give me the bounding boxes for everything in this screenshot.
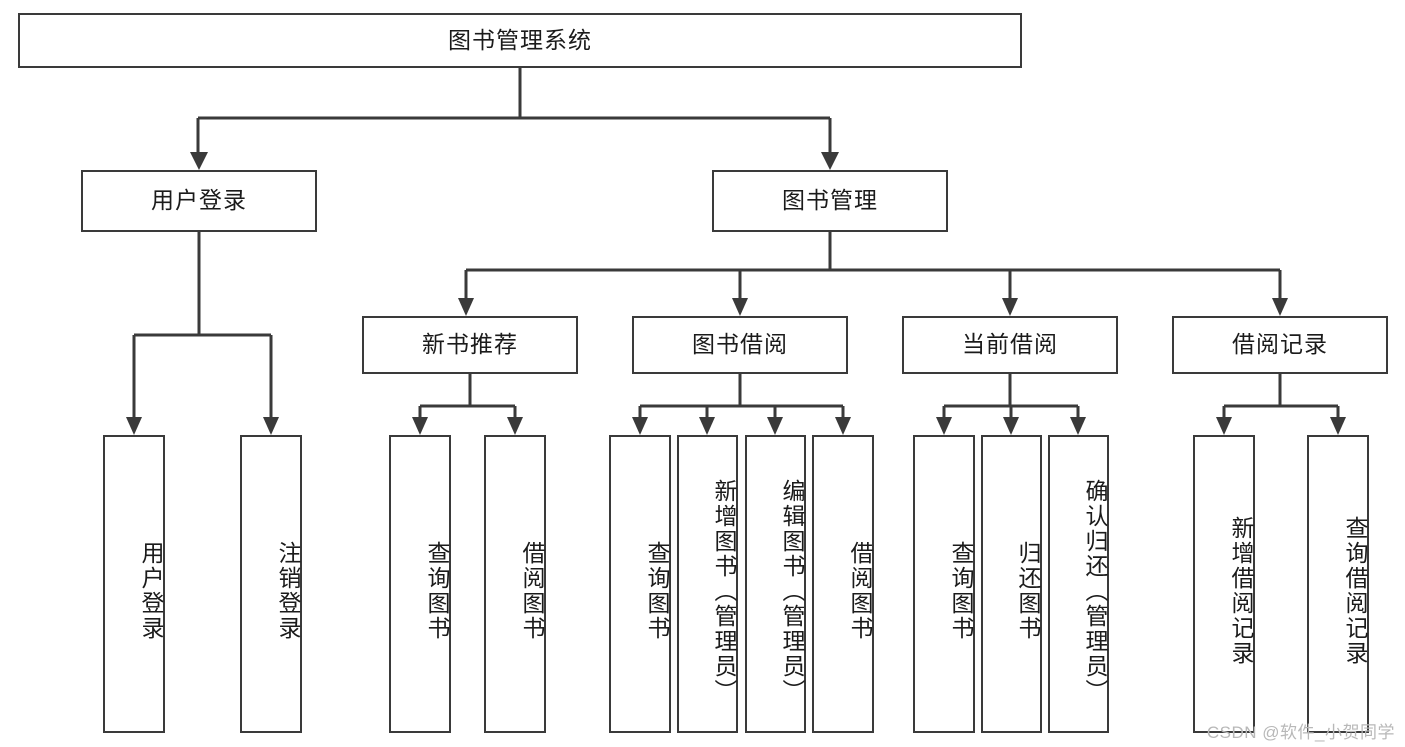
node-leaf-query-book-1-label: 查询图书 (424, 541, 450, 641)
node-leaf-add-record[interactable]: 新增借阅记录 (1193, 435, 1255, 733)
arrow-leaf-confirm-return (1070, 417, 1086, 435)
node-leaf-query-record[interactable]: 查询借阅记录 (1307, 435, 1369, 733)
arrow-leaf-add-book (699, 417, 715, 435)
arrow-leaf-return-book (1003, 417, 1019, 435)
arrow-leaf-edit-book (767, 417, 783, 435)
node-book-borrow[interactable]: 图书借阅 (632, 316, 848, 374)
arrow-leaf-borrow-book-2 (835, 417, 851, 435)
arrow-user-login (190, 152, 208, 170)
node-book-borrow-label: 图书借阅 (692, 331, 788, 358)
node-leaf-borrow-book-1[interactable]: 借阅图书 (484, 435, 546, 733)
node-borrow-record[interactable]: 借阅记录 (1172, 316, 1388, 374)
node-leaf-logout-login-label: 注销登录 (275, 541, 301, 641)
arrow-leaf-logout-login (263, 417, 279, 435)
node-leaf-user-login-label: 用户登录 (138, 541, 164, 641)
node-leaf-return-book[interactable]: 归还图书 (981, 435, 1042, 733)
arrow-current (1002, 298, 1018, 316)
node-leaf-add-record-label: 新增借阅记录 (1228, 516, 1254, 666)
arrow-leaf-user-login (126, 417, 142, 435)
node-user-login[interactable]: 用户登录 (81, 170, 317, 232)
arrow-leaf-borrow-book-1 (507, 417, 523, 435)
node-leaf-query-book-2[interactable]: 查询图书 (609, 435, 671, 733)
arrow-record (1272, 298, 1288, 316)
node-leaf-confirm-return[interactable]: 确认归还（管理员） (1048, 435, 1109, 733)
arrow-borrow (732, 298, 748, 316)
node-leaf-edit-book-label: 编辑图书（管理员） (779, 478, 805, 704)
arrow-leaf-query-book-2 (632, 417, 648, 435)
node-leaf-query-book-1[interactable]: 查询图书 (389, 435, 451, 733)
node-current-borrow[interactable]: 当前借阅 (902, 316, 1118, 374)
node-borrow-record-label: 借阅记录 (1232, 331, 1328, 358)
node-leaf-logout-login[interactable]: 注销登录 (240, 435, 302, 733)
node-leaf-query-book-2-label: 查询图书 (644, 541, 670, 641)
node-leaf-add-book[interactable]: 新增图书（管理员） (677, 435, 738, 733)
arrow-recommend (458, 298, 474, 316)
node-leaf-add-book-label: 新增图书（管理员） (711, 478, 737, 704)
node-leaf-query-record-label: 查询借阅记录 (1342, 516, 1368, 666)
node-book-manage-label: 图书管理 (782, 187, 878, 214)
node-leaf-borrow-book-1-label: 借阅图书 (519, 541, 545, 641)
arrow-book-manage (821, 152, 839, 170)
node-leaf-query-book-3[interactable]: 查询图书 (913, 435, 975, 733)
arrowheads (126, 152, 1346, 435)
arrow-leaf-query-book-3 (936, 417, 952, 435)
node-root[interactable]: 图书管理系统 (18, 13, 1022, 68)
node-new-book-recommend[interactable]: 新书推荐 (362, 316, 578, 374)
node-leaf-confirm-return-label: 确认归还（管理员） (1082, 478, 1108, 704)
node-user-login-label: 用户登录 (151, 187, 247, 214)
arrow-leaf-query-book-1 (412, 417, 428, 435)
node-leaf-query-book-3-label: 查询图书 (948, 541, 974, 641)
arrow-leaf-add-record (1216, 417, 1232, 435)
arrow-leaf-query-record (1330, 417, 1346, 435)
node-current-borrow-label: 当前借阅 (962, 331, 1058, 358)
node-leaf-borrow-book-2-label: 借阅图书 (847, 541, 873, 641)
node-leaf-edit-book[interactable]: 编辑图书（管理员） (745, 435, 806, 733)
node-book-manage[interactable]: 图书管理 (712, 170, 948, 232)
node-leaf-borrow-book-2[interactable]: 借阅图书 (812, 435, 874, 733)
node-new-book-recommend-label: 新书推荐 (422, 331, 518, 358)
node-leaf-user-login[interactable]: 用户登录 (103, 435, 165, 733)
node-root-label: 图书管理系统 (448, 26, 592, 53)
node-leaf-return-book-label: 归还图书 (1015, 541, 1041, 641)
